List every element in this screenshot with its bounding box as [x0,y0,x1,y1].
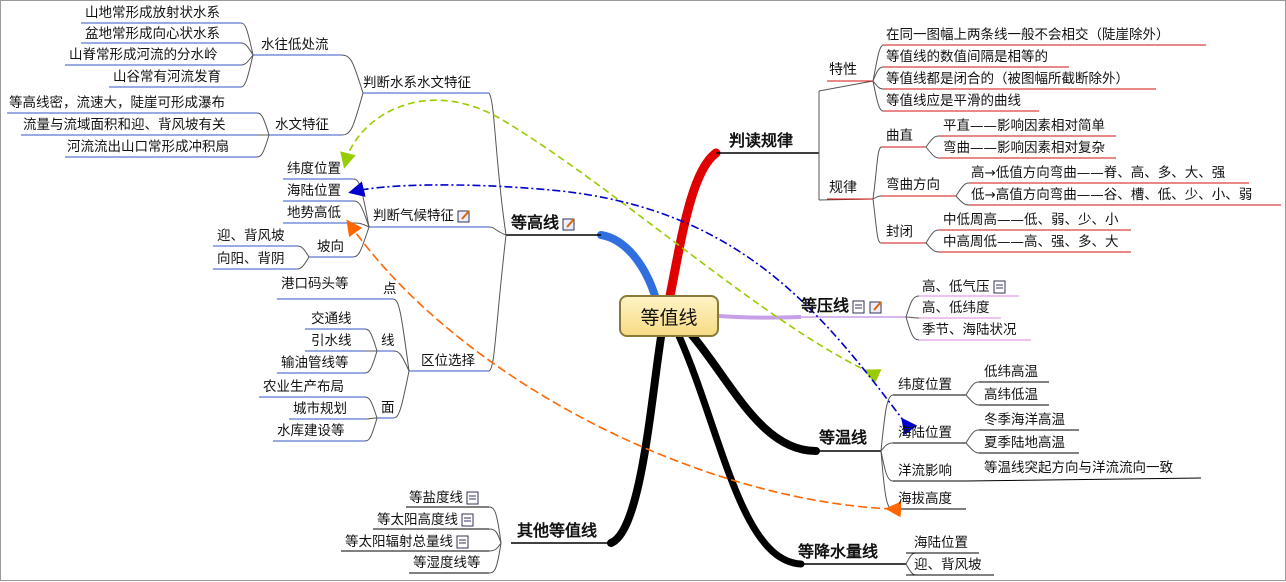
isotherm-item[interactable]: 高纬低温 [984,387,1038,403]
rule-item[interactable]: 中高周低——高、强、多、大 [943,234,1119,250]
topic-contour[interactable]: 等高线 [511,215,576,231]
rule-item[interactable]: 中低周高——低、弱、少、小 [943,212,1119,228]
central-topic[interactable]: 等值线 [619,295,719,337]
rule-item[interactable]: 低→高值方向弯曲——谷、槽、低、少、小、弱 [971,187,1253,203]
property-item[interactable]: 等值线应是平滑的曲线 [886,93,1021,109]
topic-straightness[interactable]: 曲直 [886,128,913,144]
climate-item[interactable]: 海陆位置 [287,183,341,199]
branch-black-qita [607,333,665,547]
topic-climate[interactable]: 判断气候特征 [373,209,471,224]
water-flow-item[interactable]: 山谷常有河流发育 [113,69,221,85]
other-item[interactable]: 等盐度线 [409,491,480,506]
branch-black-wenxian [687,330,820,455]
point-item[interactable]: 港口码头等 [281,276,349,292]
slope-item[interactable]: 迎、背风坡 [217,228,285,244]
note-icon[interactable] [993,280,1007,294]
isotherm-latitude[interactable]: 纬度位置 [898,377,952,393]
topic-location-choice[interactable]: 区位选择 [421,353,475,369]
other-item[interactable]: 等太阳高度线 [377,513,475,528]
line-item[interactable]: 交通线 [311,311,352,327]
area-item[interactable]: 城市规划 [293,401,347,417]
topic-bend-direction[interactable]: 弯曲方向 [886,177,940,193]
topic-properties[interactable]: 特性 [829,62,857,78]
isotherm-item[interactable]: 冬季海洋高温 [984,412,1065,428]
hydro-item[interactable]: 流量与流域面积和迎、背风坡有关 [23,117,226,133]
edit-icon[interactable] [869,300,883,314]
topic-area[interactable]: 面 [381,400,395,416]
topic-point[interactable]: 点 [383,281,397,297]
branch-red [664,148,721,306]
isotherm-altitude[interactable]: 海拔高度 [898,491,952,507]
note-icon[interactable] [456,535,470,549]
note-icon[interactable] [461,513,475,527]
topic-rules[interactable]: 规律 [829,180,857,196]
topic-closed[interactable]: 封闭 [886,224,913,240]
other-item[interactable]: 等湿度线等 [413,555,481,571]
property-item[interactable]: 等值线都是闭合的（被图幅所截断除外） [886,71,1129,87]
topic-isotherm[interactable]: 等温线 [819,428,868,447]
topic-other-isolines[interactable]: 其他等值线 [517,521,598,540]
edit-icon[interactable] [562,217,576,231]
water-flow-item[interactable]: 盆地常形成向心状水系 [85,26,220,42]
edit-icon[interactable] [457,209,471,223]
topic-hydro-features[interactable]: 水文特征 [275,117,329,133]
topic-line[interactable]: 线 [381,333,395,349]
branch-black-jiangshui [675,332,805,568]
hydro-item[interactable]: 河流流出山口常形成冲积扇 [67,139,229,155]
topic-hydrology[interactable]: 判断水系水文特征 [363,75,471,91]
property-item[interactable]: 等值线的数值间隔是相等的 [886,49,1048,65]
area-item[interactable]: 农业生产布局 [263,379,344,395]
isotherm-item[interactable]: 等温线突起方向与洋流流向一致 [984,460,1173,476]
rule-item[interactable]: 高→低值方向弯曲——脊、高、多、大、强 [971,165,1226,181]
rule-item[interactable]: 平直——影响因素相对简单 [943,118,1105,134]
rule-item[interactable]: 弯曲——影响因素相对复杂 [943,140,1105,156]
branch-lavender [718,314,802,320]
relation-arrow-landsea [348,181,918,436]
property-item[interactable]: 在同一图幅上两条线一般不会相交（陡崖除外） [886,27,1170,43]
water-flow-item[interactable]: 山地常形成放射状水系 [85,5,220,21]
topic-water-flow[interactable]: 水往低处流 [261,37,329,53]
topic-isohyet[interactable]: 等降水量线 [798,542,879,561]
branch-blue [597,231,660,303]
note-icon[interactable] [852,300,866,314]
note-icon[interactable] [466,491,480,505]
isobar-item[interactable]: 季节、海陆状况 [922,322,1017,338]
isotherm-item[interactable]: 低纬高温 [984,364,1038,380]
area-item[interactable]: 水库建设等 [277,423,345,439]
climate-item[interactable]: 地势高低 [287,205,341,221]
relation-arrow-altitude [346,219,902,518]
hydro-item[interactable]: 等高线密，流速大，陡崖可形成瀑布 [9,95,225,111]
isotherm-landsea[interactable]: 海陆位置 [898,425,952,441]
isotherm-current[interactable]: 洋流影响 [898,463,952,479]
other-item[interactable]: 等太阳辐射总量线 [345,535,470,550]
climate-item[interactable]: 纬度位置 [287,161,341,177]
line-item[interactable]: 输油管线等 [281,355,349,371]
isotherm-item[interactable]: 夏季陆地高温 [984,435,1065,451]
water-flow-item[interactable]: 山脊常形成河流的分水岭 [69,47,218,63]
isohyet-item[interactable]: 迎、背风坡 [914,557,982,573]
topic-isobar[interactable]: 等压线 [801,298,883,314]
isobar-item[interactable]: 高、低纬度 [922,300,990,316]
isohyet-item[interactable]: 海陆位置 [914,535,968,551]
relation-arrow-latitude [340,99,882,384]
isobar-item[interactable]: 高、低气压 [922,280,1007,295]
line-item[interactable]: 引水线 [311,333,352,349]
topic-slope-aspect[interactable]: 坡向 [317,239,344,255]
topic-reading-rules[interactable]: 判读规律 [729,131,794,150]
slope-item[interactable]: 向阳、背阴 [217,251,285,267]
